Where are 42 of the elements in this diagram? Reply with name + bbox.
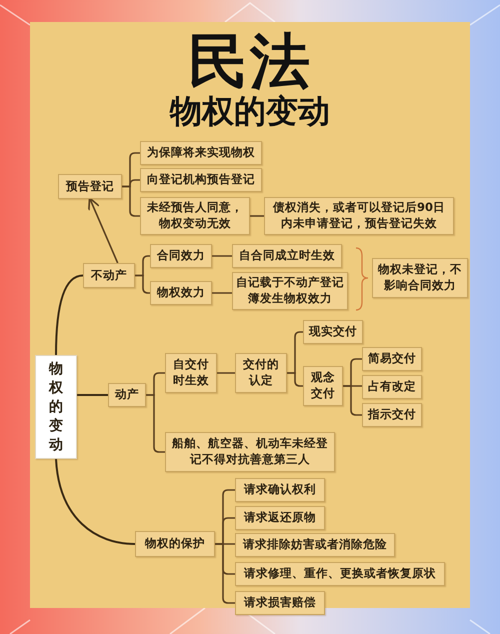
topic-box: 物权的保护: [135, 531, 215, 557]
topic-box: 动产: [108, 383, 146, 407]
connector-line: [212, 255, 232, 257]
topic-box: 请求排除妨害或者消除危险: [235, 533, 395, 557]
connector-line: [287, 372, 303, 387]
connector-line: [217, 372, 235, 374]
connector-line: [77, 394, 108, 396]
connector-line: [135, 274, 150, 294]
topic-box: 指示交付: [362, 403, 422, 427]
topic-box: 现实交付: [303, 320, 363, 344]
topic-box: 占有改定: [362, 375, 422, 399]
topic-box: 预告登记: [58, 174, 122, 199]
topic-box: 简易交付: [362, 347, 422, 371]
topic-box: 船舶、航空器、机动车未经登记不得对抗善意第三人: [165, 432, 335, 472]
topic-box: 为保障将来实现物权: [140, 141, 262, 165]
connector-line: [250, 215, 264, 217]
connector-line: [55, 458, 136, 545]
topic-box: 物权效力: [150, 281, 212, 305]
connector-line: [122, 186, 140, 217]
connector-line: [215, 543, 235, 604]
connector-line: [55, 274, 84, 356]
topic-box: 请求确认权利: [235, 478, 325, 502]
topic-box: 请求损害赔偿: [235, 591, 325, 615]
topic-box: 物权未登记，不影响合同效力: [372, 258, 468, 298]
topic-box: 合同效力: [150, 244, 212, 268]
topic-box: 未经预告人同意，物权变动无效: [140, 197, 250, 235]
topic-box: 债权消失，或者可以登记后90日内未申请登记，预告登记失效: [264, 197, 454, 235]
connector-line: [146, 394, 165, 453]
topic-box: 请求修理、重作、更换或者恢复原状: [235, 562, 445, 586]
topic-box: 交付的认定: [235, 353, 287, 393]
arrow: [88, 197, 118, 264]
topic-box: 自记载于不动产登记簿发生物权效力: [232, 272, 348, 310]
topic-box: 不动产: [83, 263, 135, 288]
topic-box: 自合同成立时生效: [232, 244, 342, 268]
topic-box: 向登记机构预告登记: [140, 168, 262, 192]
connector-line: [343, 385, 362, 416]
central-topic-box: 物权的变动: [35, 355, 77, 460]
connector-line: [212, 292, 232, 294]
subtitle: 物权的变动: [168, 91, 331, 132]
topic-box: 观念交付: [303, 366, 343, 406]
topic-box: 自交付时生效: [165, 353, 217, 393]
topic-box: 请求返还原物: [235, 506, 325, 530]
